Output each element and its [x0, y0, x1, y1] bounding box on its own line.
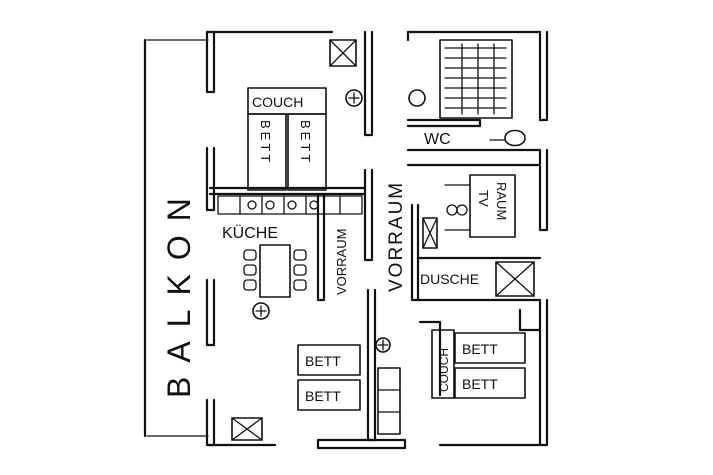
- shaft-vorraum: [422, 217, 438, 249]
- label-couch-top: COUCH: [252, 94, 303, 110]
- tv-raum-box: [444, 174, 516, 238]
- label-couch-side: COUCH: [437, 348, 451, 392]
- outer-walls: [205, 30, 549, 450]
- bed-left-2: [297, 379, 361, 411]
- label-kueche: KÜCHE: [222, 224, 278, 242]
- label-vorraum-small: VORRAUM: [334, 229, 349, 295]
- label-tv: TV: [476, 190, 491, 207]
- bed-vertical-2: [287, 113, 327, 191]
- balcony: [143, 38, 209, 438]
- label-dusche: DUSCHE: [420, 271, 479, 287]
- toilet-icon: [489, 129, 526, 147]
- staircase: [439, 39, 513, 119]
- label-bett-vertical-1: BETT: [258, 120, 273, 165]
- sink-icon-3: [252, 302, 270, 320]
- bed-right-1: [454, 332, 526, 364]
- couch-side: [431, 329, 455, 399]
- label-bett-vertical-2: BETT: [298, 120, 313, 165]
- label-bett-left-2: BETT: [305, 388, 341, 404]
- label-raum: RAUM: [494, 182, 509, 220]
- shaft-bottom-left: [231, 417, 263, 441]
- dining-table: [243, 244, 307, 298]
- shaft-dusche: [495, 261, 535, 297]
- bed-vertical-1: [247, 113, 287, 191]
- couch-top: [247, 87, 327, 115]
- sink-icon-4: [375, 337, 391, 353]
- label-bett-right-1: BETT: [462, 341, 498, 357]
- bed-right-2: [454, 367, 526, 399]
- wardrobe: [377, 367, 401, 435]
- label-bett-left-1: BETT: [305, 353, 341, 369]
- sink-icon-1: [345, 89, 363, 107]
- bed-left-1: [297, 344, 361, 376]
- label-wc: WC: [424, 131, 451, 148]
- sink-icon-2: [408, 89, 426, 107]
- shaft-top: [329, 39, 357, 67]
- cabinet-row: [217, 195, 363, 215]
- label-balkon: BALKON: [161, 184, 197, 398]
- label-vorraum-large: VORRAUM: [386, 181, 407, 292]
- label-bett-right-2: BETT: [462, 376, 498, 392]
